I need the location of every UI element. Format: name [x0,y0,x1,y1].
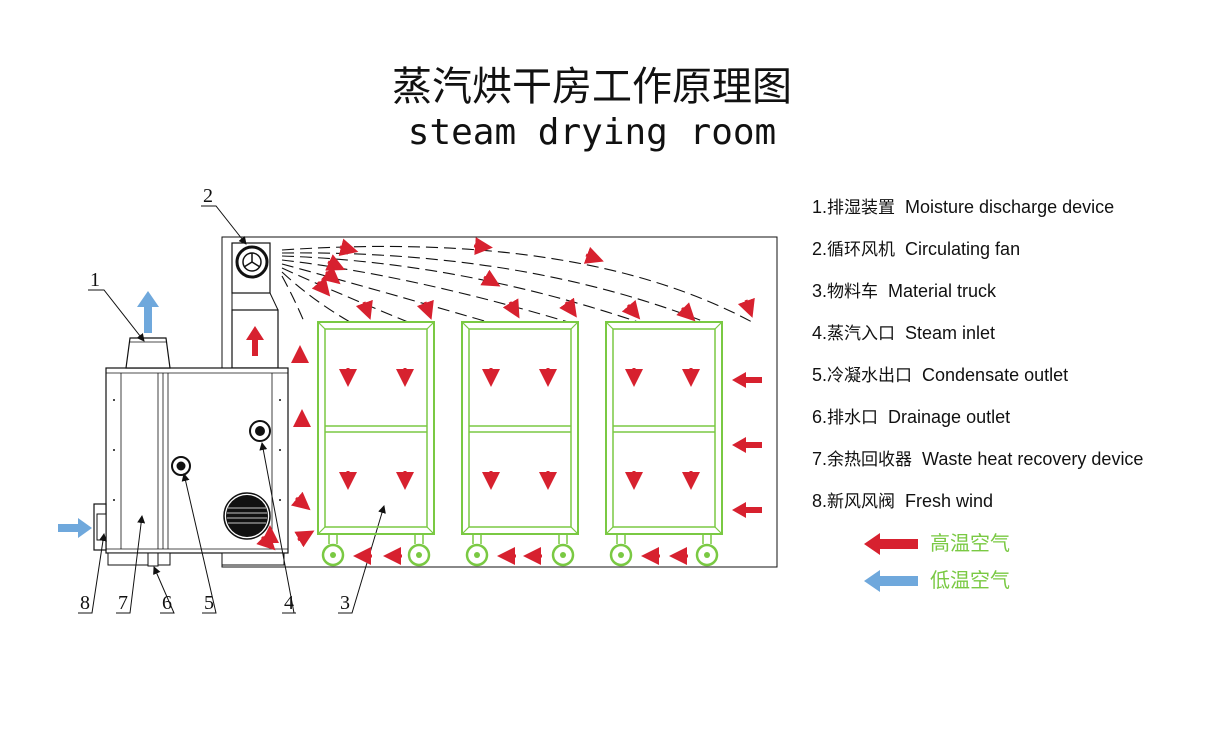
legend-item: 3.物料车 Material truck [812,278,1222,320]
exhaust-blue-arrow [137,291,159,333]
duct-up-arrow [246,326,264,356]
truck-wheel [609,534,633,567]
circulating-fan [231,242,279,369]
part-number-7: 7 [118,592,128,614]
legend-english: Waste heat recovery device [922,449,1144,469]
hot-air-arrows [256,237,762,565]
legend-number: 4. [812,323,828,343]
drying-room-outline [221,236,778,568]
curve-arrow [311,276,331,297]
material-truck [461,321,579,567]
legend-number: 7. [812,449,828,469]
dots-on-unit [113,399,281,501]
moisture-discharge-device [125,337,171,369]
legend-item: 1.排湿装置 Moisture discharge device [812,194,1222,236]
legend-item: 7.余热回收器 Waste heat recovery device [812,446,1222,488]
legend-english: Fresh wind [905,491,994,511]
cold-air-key-arrow [864,570,918,592]
cold-air-label: 低温空气 [930,568,1010,592]
legend-english: Material truck [888,281,997,301]
truck-wheel [407,534,431,567]
inflow-arrow [732,502,762,518]
part-number-6: 6 [162,592,172,614]
legend-item: 6.排水口 Drainage outlet [812,404,1222,446]
part-number-labels: 1 2 3 4 5 6 7 8 [78,185,352,614]
legend-english: Moisture discharge device [905,197,1115,217]
curve-arrow [480,269,501,287]
legend-number: 6. [812,407,828,427]
curve-arrow [338,238,359,256]
legend-item: 2.循环风机 Circulating fan [812,236,1222,278]
curve-arrow [473,237,493,256]
inflow-arrow [732,437,762,453]
diag-arrow [294,530,315,548]
truck-wheel [321,534,345,567]
legend-english: Circulating fan [905,239,1021,259]
legend-chinese: 新风风阀 [827,492,896,512]
material-truck [317,321,435,567]
steam-inlet [249,420,271,442]
truck-wheel [551,534,575,567]
legend-chinese: 循环风机 [827,240,896,260]
fresh-air-blue-arrow [58,518,92,538]
legend-number: 3. [812,281,828,301]
legend-english: Condensate outlet [922,365,1069,385]
fresh-air-valve [93,503,107,551]
airflow-curves [281,245,753,325]
part-number-2: 2 [203,185,213,207]
legend-number: 1. [812,197,828,217]
part-number-4: 4 [284,592,294,614]
curve-arrow [502,298,520,319]
legend-list: 1.排湿装置 Moisture discharge device 2.循环风机 Cir… [812,194,1222,530]
material-truck [605,321,723,567]
curve-arrow [355,299,373,320]
diag-arrow [256,531,276,551]
title-chinese: 蒸汽烘干房工作原理图 [392,64,792,110]
truck-wheel [465,534,489,567]
legend-chinese: 物料车 [827,282,879,302]
inflow-arrow [732,372,762,388]
curve-arrow [583,246,604,264]
legend-chinese: 余热回收器 [827,450,913,470]
diag-arrow [290,491,311,511]
legend-chinese: 排湿装置 [827,198,896,218]
legend-chinese: 冷凝水出口 [827,366,913,386]
unit-fan [223,492,271,540]
part-number-1: 1 [90,269,100,291]
curve-arrow [737,297,755,318]
truck-wheel [695,534,719,567]
legend-number: 8. [812,491,828,511]
legend-item: 8.新风风阀 Fresh wind [812,488,1222,530]
legend-number: 2. [812,239,828,259]
legend-item: 5.冷凝水出口 Condensate outlet [812,362,1222,404]
part-number-8: 8 [80,592,90,614]
part-number-5: 5 [204,592,214,614]
hot-air-label: 高温空气 [930,531,1010,555]
heat-recovery-unit [105,367,289,567]
hot-air-key-arrow [864,533,918,555]
title-english: steam drying room [407,112,777,153]
legend-chinese: 排水口 [827,408,879,428]
curve-arrow [325,254,346,271]
condensate-outlet [171,456,191,476]
curve-arrow [621,299,641,320]
part-number-3: 3 [340,592,350,614]
curve-arrow [676,302,696,322]
legend-number: 5. [812,365,828,385]
legend-chinese: 蒸汽入口 [827,324,896,344]
curve-arrow [559,297,577,318]
curve-arrow [320,265,341,285]
legend-english: Drainage outlet [888,407,1011,427]
legend-item: 4.蒸汽入口 Steam inlet [812,320,1222,362]
curve-arrow [416,299,434,320]
material-trucks [317,321,723,567]
legend-english: Steam inlet [905,323,996,343]
